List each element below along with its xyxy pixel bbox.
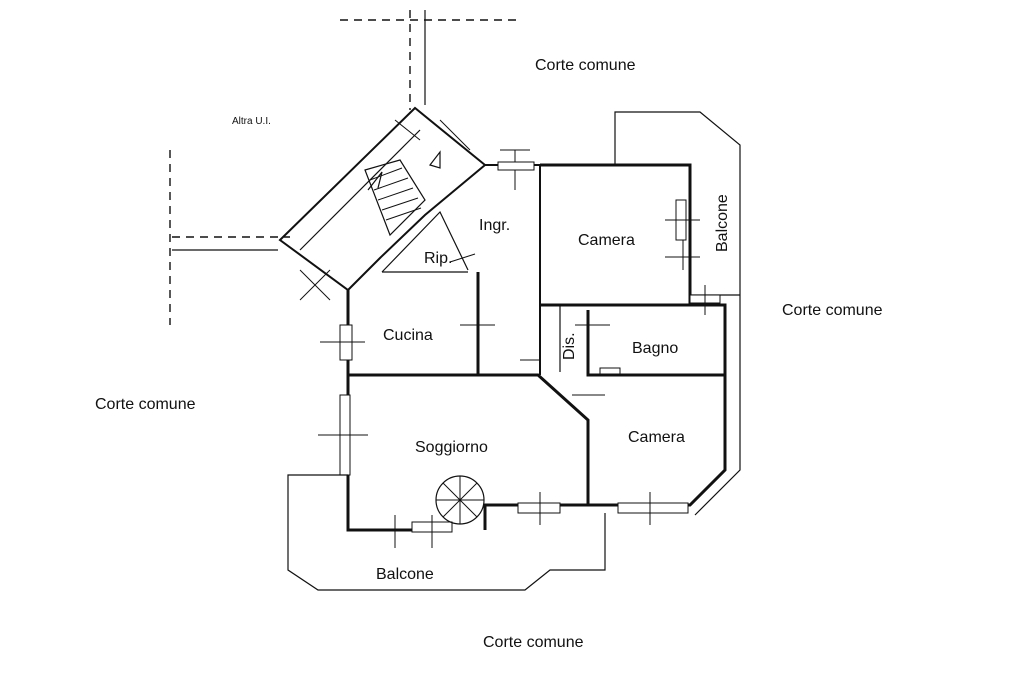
label-balcony-right: Balcone xyxy=(714,194,731,252)
label-corte-left: Corte comune xyxy=(95,396,196,413)
label-bathroom: Bagno xyxy=(632,340,678,357)
label-bedroom-top: Camera xyxy=(578,232,635,249)
label-corte-bottom: Corte comune xyxy=(483,634,584,651)
label-other-unit: Altra U.I. xyxy=(232,116,271,127)
spiral-staircase-icon xyxy=(435,475,485,525)
label-corte-right: Corte comune xyxy=(782,302,883,319)
label-entrance: Ingr. xyxy=(479,217,510,234)
label-living-room: Soggiorno xyxy=(415,439,488,456)
balcony-right xyxy=(614,111,741,516)
bedroom-bottom xyxy=(588,373,727,525)
kitchen xyxy=(320,272,495,377)
label-storage: Rip. xyxy=(424,250,452,267)
property-boundaries xyxy=(169,10,520,325)
label-kitchen: Cucina xyxy=(383,327,433,344)
balcony-bottom xyxy=(287,474,606,591)
label-corte-top: Corte comune xyxy=(535,57,636,74)
living-room xyxy=(318,373,590,548)
hallway-bathroom xyxy=(520,303,727,396)
label-balcony-bottom: Balcone xyxy=(376,566,434,583)
staircase-icon xyxy=(364,159,426,237)
label-bedroom-bottom: Camera xyxy=(628,429,685,446)
label-hallway: Dis. xyxy=(561,332,578,360)
